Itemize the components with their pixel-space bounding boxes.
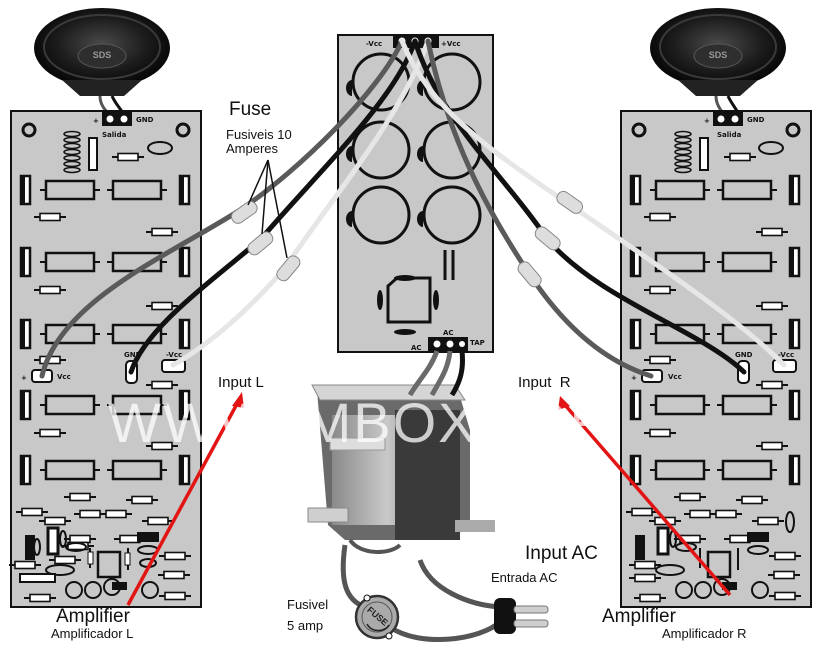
vcc-pad-label: Vcc: [668, 373, 682, 381]
inline-fuses-left: [230, 200, 301, 282]
salida-label: Salida: [102, 131, 127, 139]
plus-label: +: [704, 117, 710, 125]
gnd-pad-label: GND: [124, 351, 142, 359]
entrada-ac-label: Entrada AC: [491, 570, 558, 585]
fusivel-label: Fusivel 5 amp: [287, 594, 328, 636]
tap-label: TAP: [470, 339, 485, 347]
speaker-left: SDS: [34, 8, 170, 119]
minus-vcc-pad-label: -Vcc: [166, 351, 182, 359]
watermark: WWW. MBOX. .BR: [108, 391, 612, 454]
input-l-label: Input L: [218, 374, 264, 391]
amp-l-title: Amplifier: [56, 606, 130, 627]
plus-pad-label: +: [21, 374, 27, 382]
minus-vcc-pad-label: -Vcc: [778, 351, 794, 359]
input-ac-label: Input AC: [525, 543, 598, 564]
speaker-brand: SDS: [709, 50, 728, 60]
vcc-pad-label: Vcc: [57, 373, 71, 381]
amp-r-title: Amplifier: [602, 606, 676, 627]
transformer: [307, 384, 495, 554]
input-r-label: Input R: [518, 374, 571, 391]
amplifier-board-left: + GND Salida + Vcc GND -Vcc: [8, 110, 202, 608]
fuse-pointers: [247, 159, 288, 259]
fusivel-line1: Fusivel: [287, 597, 329, 612]
fuse-subtitle: Fusiveis 10 Amperes: [226, 128, 292, 156]
fuse-title: Fuse: [229, 99, 272, 120]
gnd-label: GND: [747, 116, 765, 124]
pos-vcc-label: +Vcc: [441, 40, 461, 48]
ac-left-label: AC: [411, 344, 422, 352]
salida-label: Salida: [717, 131, 742, 139]
amp-r-subtitle: Amplificador R: [662, 626, 747, 641]
amp-l-subtitle: Amplificador L: [51, 626, 134, 641]
fuse-subtitle-line2: Amperes: [226, 141, 279, 156]
input-arrow-right: [558, 396, 732, 597]
ac-top-label: AC: [443, 329, 454, 337]
speaker-right: SDS: [650, 8, 786, 119]
plus-label: +: [93, 117, 99, 125]
plus-pad-label: +: [631, 374, 637, 382]
gnd-label: GND: [136, 116, 154, 124]
fuse-subtitle-line1: Fusiveis 10: [226, 127, 292, 142]
inline-fuses-right: [517, 190, 584, 288]
ac-plug: [494, 598, 549, 634]
fuse-holder-5a: FUSE: [354, 594, 400, 640]
speaker-brand: SDS: [93, 50, 112, 60]
input-arrow-left: [126, 392, 244, 606]
neg-vcc-label: -Vcc: [366, 40, 382, 48]
fusivel-line2: 5 amp: [287, 618, 324, 633]
power-supply-board: -Vcc +Vcc AC AC TAP: [337, 34, 494, 353]
gnd-pad-label: GND: [735, 351, 753, 359]
amplifier-board-right: + GND Salida + Vcc GND -Vcc: [620, 110, 812, 608]
